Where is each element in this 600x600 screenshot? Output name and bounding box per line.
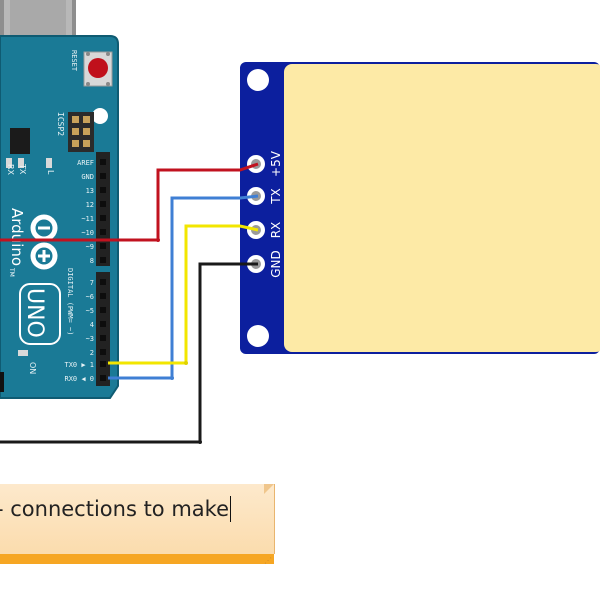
header-pin-hole[interactable]	[100, 375, 106, 381]
header-pin-label: GND	[81, 173, 94, 181]
header-pin-hole[interactable]	[100, 243, 106, 249]
text-caret	[230, 496, 231, 522]
header-pin-hole[interactable]	[100, 229, 106, 235]
serial-module	[240, 62, 600, 354]
note-bottom-bar	[0, 554, 274, 564]
header-pin-hole[interactable]	[100, 335, 106, 341]
header-pin-hole[interactable]	[100, 307, 106, 313]
header-pin-hole[interactable]	[100, 361, 106, 367]
module-pin-label: RX	[269, 222, 283, 239]
capacitor	[0, 372, 4, 392]
on-label: ON	[28, 362, 37, 374]
status-leds	[6, 158, 52, 168]
processor-chip	[10, 128, 30, 154]
note-box[interactable]: - connections to make ⋰	[0, 484, 276, 565]
header-pin-hole[interactable]	[100, 349, 106, 355]
header-pin-label: ~10	[81, 229, 94, 237]
module-pin-label: GND	[269, 250, 283, 278]
header-pin-hole[interactable]	[100, 279, 106, 285]
header-pin-label: ~11	[81, 215, 94, 223]
wire-tx	[108, 194, 259, 380]
header-pin-hole[interactable]	[100, 201, 106, 207]
tm-label: TM	[8, 267, 15, 277]
reset-label: RESET	[70, 50, 78, 72]
icsp-label: ICSP2	[56, 112, 65, 136]
header-pin-hole[interactable]	[100, 173, 106, 179]
power-led	[18, 350, 28, 356]
reset-button[interactable]	[83, 51, 113, 87]
wire-ground	[0, 262, 258, 444]
mounting-hole	[92, 108, 108, 124]
header-pin-label: 4	[90, 321, 94, 329]
module-pin-label: TX	[269, 188, 283, 205]
digital-header	[96, 152, 110, 386]
note-body	[0, 484, 275, 554]
header-pin-label: 2	[90, 349, 94, 357]
digital-label: DIGITAL (PWM= ~)	[66, 268, 74, 335]
wire-power	[0, 162, 259, 242]
header-pin-hole[interactable]	[100, 215, 106, 221]
brand-label: Arduino	[8, 208, 26, 266]
header-pin-label: RX0 ◀ 0	[64, 375, 94, 383]
led-tx-label: TX	[18, 163, 27, 175]
header-pin-label: ~3	[86, 335, 94, 343]
header-pin-hole[interactable]	[100, 257, 106, 263]
icsp-header	[68, 112, 94, 152]
uno-badge	[19, 283, 61, 345]
header-pin-label: 12	[86, 201, 94, 209]
wire-rx	[108, 224, 259, 365]
resize-grip-icon[interactable]: ⋰	[264, 556, 272, 565]
header-pin-hole[interactable]	[100, 159, 106, 165]
header-pin-hole[interactable]	[100, 321, 106, 327]
header-pin-label: 7	[90, 279, 94, 287]
note-text-field[interactable]: - connections to make	[0, 496, 231, 522]
note-fold-corner	[264, 484, 274, 494]
led-rx-label: RX	[6, 164, 15, 176]
header-pin-label: 13	[86, 187, 94, 195]
model-label: UNO	[22, 288, 47, 338]
header-pin-label: TX0 ▶ 1	[64, 361, 94, 369]
header-pin-hole[interactable]	[100, 187, 106, 193]
note-text: - connections to make	[0, 497, 229, 521]
header-pin-hole[interactable]	[100, 293, 106, 299]
header-pin-label: ~6	[86, 293, 94, 301]
module-pin-label: +5V	[269, 150, 283, 177]
led-l-label: L	[46, 170, 55, 175]
wire-joints	[156, 238, 202, 444]
header-pin-label: 8	[90, 257, 94, 265]
header-pin-label: ~5	[86, 307, 94, 315]
header-pin-label: ~9	[86, 243, 94, 251]
header-pin-label: AREF	[77, 159, 94, 167]
